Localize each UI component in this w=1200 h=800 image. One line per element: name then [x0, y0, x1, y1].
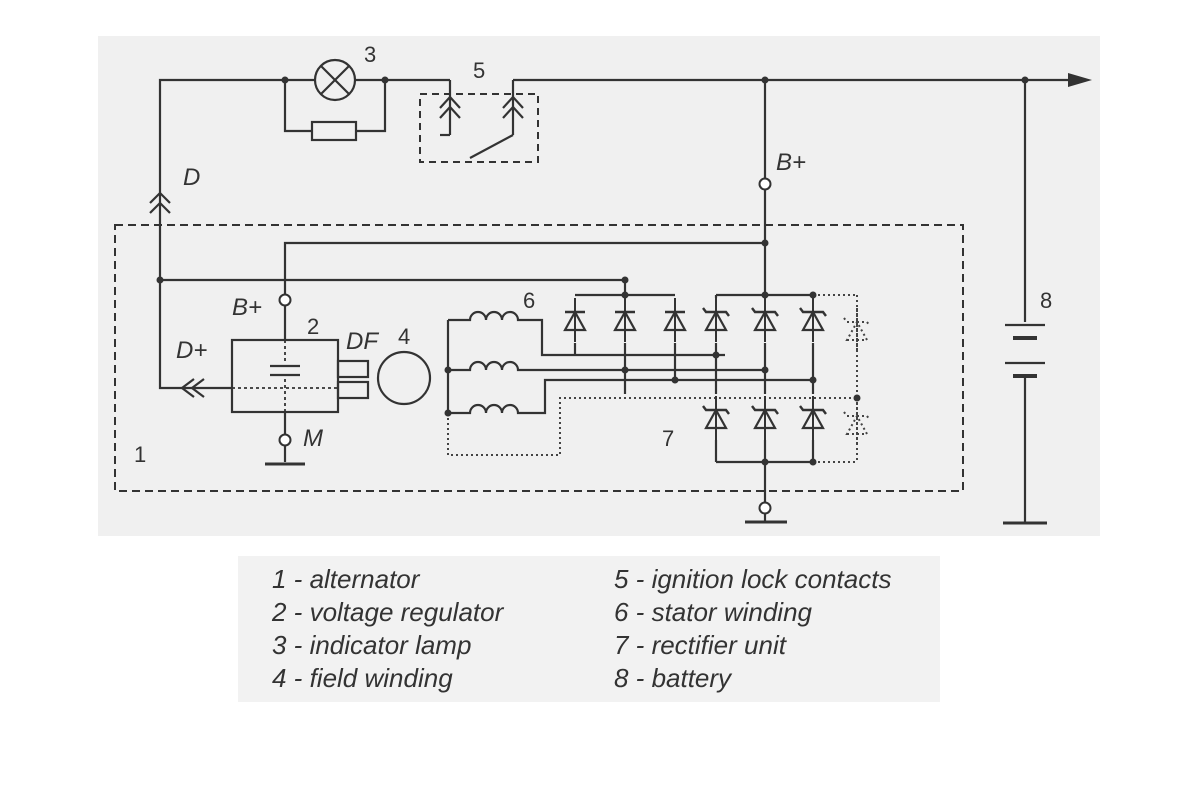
- alternator-enclosure: [114, 224, 964, 492]
- legend-right-column: 5 - ignition lock contacts 6 - stator wi…: [614, 563, 891, 695]
- terminal-b-plus-output: [758, 177, 772, 191]
- label-ref-8: 8: [1040, 288, 1052, 313]
- legend-item: 3 - indicator lamp: [272, 630, 472, 660]
- alternator-output-wiring: [160, 80, 767, 295]
- field-winding-icon: [336, 350, 432, 406]
- ignition-lock-contacts-icon: [439, 80, 524, 159]
- positive-diode-2-icon: [750, 296, 780, 344]
- terminal-d-connector-icon: [149, 191, 171, 214]
- label-terminal-b-plus-regulator: B+: [232, 294, 262, 321]
- terminal-m-ground: [278, 433, 292, 447]
- legend-background: [238, 556, 940, 702]
- label-terminal-d-plus: D+: [176, 337, 207, 364]
- legend-item: 4 - field winding: [272, 663, 453, 693]
- ignition-lock-enclosure: [419, 93, 539, 163]
- label-ref-7: 7: [662, 426, 674, 451]
- positive-diode-1-icon: [701, 296, 731, 344]
- legend-item: 8 - battery: [614, 663, 732, 693]
- excitation-diode-2-icon: [613, 296, 637, 344]
- battery-icon: [1003, 80, 1047, 525]
- legend-item: 1 - alternator: [272, 564, 420, 594]
- optional-diode-wiring: [813, 294, 858, 463]
- label-terminal-d: D: [183, 164, 200, 191]
- negative-diode-1-icon: [701, 394, 731, 442]
- excitation-diode-3-icon: [663, 296, 687, 344]
- indicator-lamp-icon: [285, 58, 385, 102]
- excitation-diode-1-icon: [563, 296, 587, 344]
- label-ref-6: 6: [523, 288, 535, 313]
- terminal-ground-output: [758, 501, 772, 515]
- d-plus-connector-icon: [158, 280, 232, 398]
- legend-left-column: 1 - alternator 2 - voltage regulator 3 -…: [272, 563, 503, 695]
- lamp-junction-dots: [281, 76, 389, 84]
- negative-diode-2-icon: [750, 394, 780, 442]
- label-ref-5: 5: [473, 58, 485, 83]
- stator-winding-icon: [446, 310, 815, 415]
- top-bus-wire: [158, 78, 1075, 278]
- positive-diode-3-icon: [798, 296, 828, 344]
- legend-item: 2 - voltage regulator: [272, 597, 504, 627]
- negative-diode-3-icon: [798, 394, 828, 442]
- label-terminal-m: M: [303, 425, 323, 452]
- output-arrow-icon: [1068, 73, 1092, 87]
- legend-item: 7 - rectifier unit: [614, 630, 786, 660]
- label-ref-4: 4: [398, 324, 410, 349]
- stator-neutral-dotted-wire: [447, 397, 857, 456]
- label-ref-1: 1: [134, 442, 146, 467]
- legend-item: 5 - ignition lock contacts: [614, 564, 892, 594]
- label-terminal-df: DF: [346, 328, 379, 355]
- terminal-b-plus-regulator: [278, 293, 292, 307]
- power-diode-leads: [714, 440, 815, 462]
- legend-item: 6 - stator winding: [614, 597, 812, 627]
- lamp-resistor-icon: [283, 80, 387, 142]
- label-ref-2: 2: [307, 314, 319, 339]
- label-terminal-b-plus-output: B+: [776, 149, 806, 176]
- junction-dots: [156, 76, 1029, 466]
- diagram-background: [98, 36, 1100, 536]
- label-ref-3: 3: [364, 42, 376, 67]
